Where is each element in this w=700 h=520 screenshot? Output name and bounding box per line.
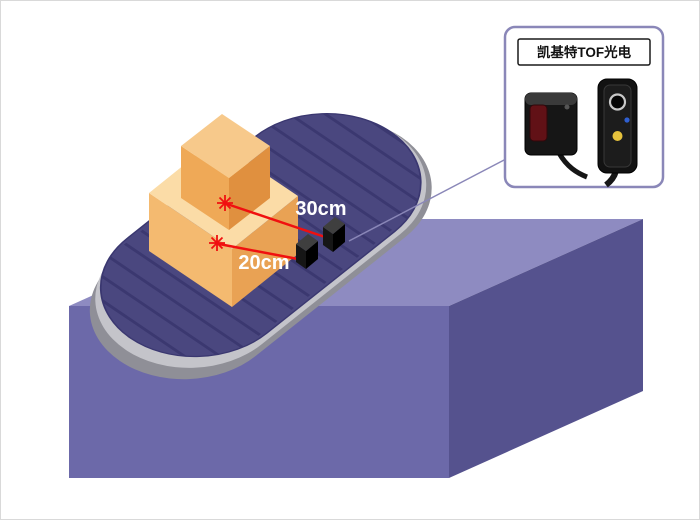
lower-distance-label: 20cm — [238, 252, 289, 274]
upper-beam-impact-starburst-icon — [217, 195, 233, 211]
callout-label-box — [517, 38, 651, 66]
big-box-front-face — [149, 193, 232, 307]
belt-sensor-lower-top-face — [296, 234, 318, 251]
lower-beam-impact-starburst-icon — [209, 235, 225, 251]
left-sensor-top-edge — [525, 93, 577, 105]
photoelectric-sensor-red-lens-icon — [524, 92, 588, 180]
left-sensor-screw — [564, 104, 570, 110]
laser-beams — [209, 195, 326, 261]
right-sensor-yellow-button — [612, 131, 623, 141]
lower-laser-beam — [218, 242, 299, 261]
stand-right-face — [449, 219, 643, 478]
callout-leader-line — [348, 158, 507, 242]
belt-sensor-lower-right-face — [306, 241, 318, 269]
upper-laser-beam — [226, 202, 326, 239]
belt-sensor-lower — [296, 234, 318, 269]
right-sensor-blue-indicator — [624, 117, 630, 123]
belt-sensor-upper-top-face — [323, 217, 345, 234]
belt-sensor-upper-right-face — [333, 224, 345, 252]
photoelectric-sensor-indicator-icon — [597, 78, 638, 188]
belt-sensor-lower-front-face — [296, 244, 306, 269]
product-callout: 凯基特TOF光电 — [503, 25, 665, 189]
belt-sensor-upper-front-face — [323, 227, 333, 252]
upper-distance-label: 30cm — [295, 198, 346, 220]
small-box-front-face — [181, 146, 229, 230]
left-sensor-lens — [529, 104, 548, 142]
left-sensor-cable — [556, 151, 588, 180]
small-box-top-face — [181, 114, 270, 178]
right-sensor-lens — [608, 93, 627, 111]
belt-sensor-upper — [323, 217, 345, 252]
callout-label-text: 凯基特TOF光电 — [537, 44, 632, 60]
